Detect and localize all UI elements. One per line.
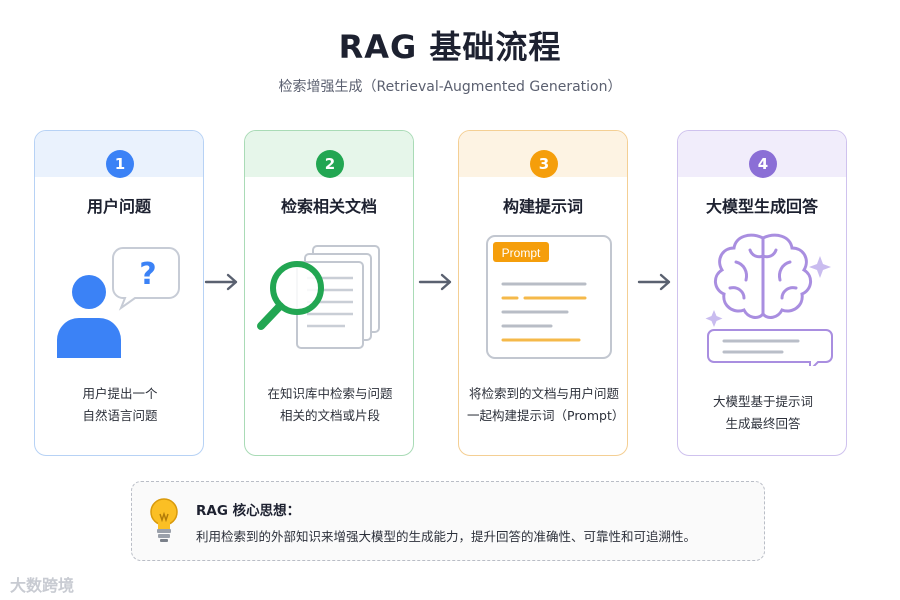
note-text: 利用检索到的外部知识来增强大模型的生成能力，提升回答的准确性、可靠性和可追溯性。 [196,529,697,544]
step-card-llm-answer: 4 大模型生成回答 大模型基于提示词生成最终回答 [677,130,847,456]
step-number-badge: 4 [749,150,777,178]
brain-answer-icon [705,233,833,366]
magnifier-icon [257,261,324,330]
step-card-user-question: 1 用户问题 ? 用户提出一个自然语言问题 [34,130,204,456]
page-subtitle: 检索增强生成（Retrieval-Augmented Generation） [278,79,622,95]
step-title: 构建提示词 [502,197,583,216]
search-documents-icon [257,245,380,349]
answer-bubble-icon [707,329,833,366]
speech-bubble-icon: ? [112,247,180,311]
step-description: 在知识库中检索与问题相关的文档或片段 [267,386,393,423]
page-title: RAG 基础流程 [338,28,562,66]
step-card-build-prompt: 3 构建提示词 Prompt 将检索到的文档与用户问题一起构建提示词（Promp… [458,130,628,456]
step-number-badge: 1 [106,150,134,178]
user-question-icon: ? [57,247,180,358]
step-description: 用户提出一个自然语言问题 [82,386,158,423]
person-icon [57,275,121,358]
step-title: 大模型生成回答 [705,197,818,216]
step-title: 用户问题 [86,197,151,216]
sparkle-icon [705,256,831,327]
step-number-badge: 3 [530,150,558,178]
step-description: 将检索到的文档与用户问题一起构建提示词（Prompt） [467,386,625,423]
step-card-retrieve-documents: 2 检索相关文档 在知识库中检索与问题相关的文档或片段 [244,130,414,456]
svg-text:?: ? [139,257,156,292]
step-title: 检索相关文档 [280,197,377,216]
core-idea-note: RAG 核心思想： 利用检索到的外部知识来增强大模型的生成能力，提升回答的准确性… [131,481,765,561]
brain-icon [714,233,812,319]
prompt-tag: Prompt [502,246,541,260]
arrow-right-icon [637,273,671,291]
watermark: 大数跨境 [10,576,75,595]
prompt-card-icon: Prompt [486,235,612,359]
step-number-badge: 2 [316,150,344,178]
arrow-right-icon [418,273,452,291]
arrow-right-icon [204,273,238,291]
step-description: 大模型基于提示词生成最终回答 [712,394,813,431]
lightbulb-icon [150,498,178,542]
note-title: RAG 核心思想： [196,503,301,519]
